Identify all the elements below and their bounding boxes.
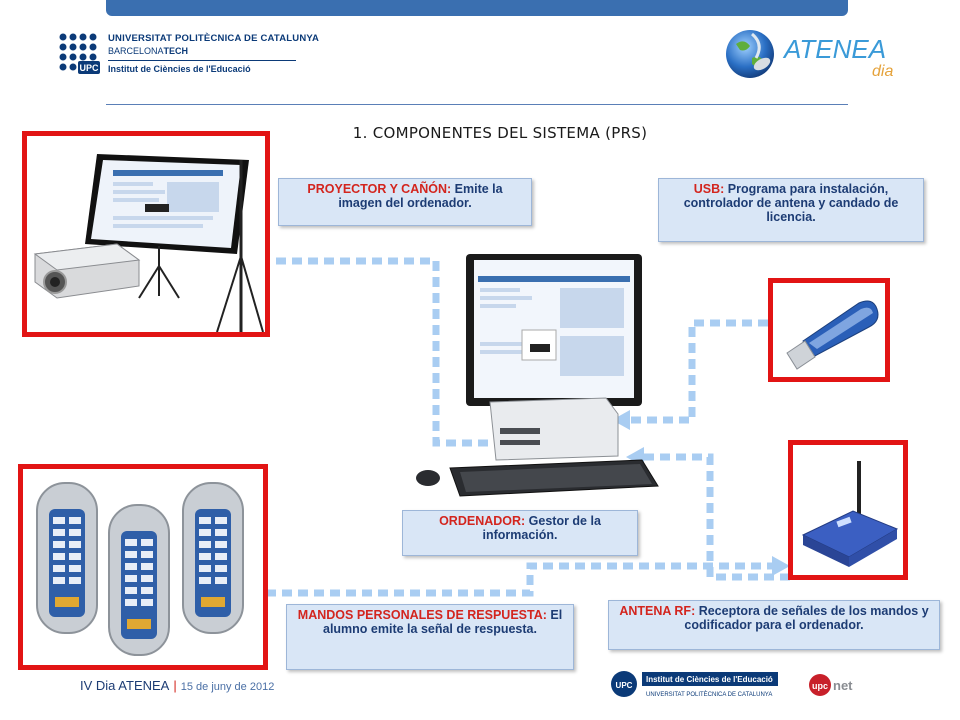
projector-screen-illustration [33,154,264,333]
antenna-frame [788,440,908,580]
computer-illustration [416,254,659,497]
antenna-label-head: ANTENA RF: [619,604,696,618]
antenna-label-body: Receptora de señales de los mandos y cod… [684,604,929,632]
antenna-label: ANTENA RF: Receptora de señales de los m… [608,600,940,650]
upc-barcelonatech: BARCELONATECH [108,46,319,56]
projector-label-head: PROYECTOR Y CAÑÓN: [307,182,452,196]
footer-event: IV Dia ATENEA|15 de juny de 2012 [80,678,274,693]
projector-label: PROYECTOR Y CAÑÓN: Emite la imagen del o… [278,178,532,226]
remotes-label-body: El alumno emite la señal de respuesta. [323,608,563,636]
footer-event-name: IV Dia ATENEA [80,678,170,693]
footer-separator: | [173,678,177,693]
upc-seal-icon [611,671,637,697]
upc-university-name: UNIVERSITAT POLITÈCNICA DE CATALUNYA [108,33,320,44]
ice-upc-logo: UPC Institut de Ciències de l'Educació U… [611,671,778,698]
usb-frame [768,278,890,382]
upc-divider [108,60,296,61]
computer-label-head: ORDENADOR: [439,514,526,528]
ice-badge-text: UPC [616,681,633,690]
remotes-to-antenna-line [266,562,774,597]
atenea-dia-word: dia [872,63,893,80]
projector-icon [33,243,141,299]
usb-stick-icon [786,300,879,370]
arrow-from-usb-icon [612,410,630,430]
computer-to-projector-line [268,257,488,447]
computer-label-body: Gestor de la información. [482,514,601,542]
remote-controls-illustration [36,482,244,656]
upcnet-net-text: net [833,678,853,693]
remotes-frame [18,464,268,670]
atenea-wordmark: ATENEA [782,34,886,64]
remote-control-icon [108,504,170,656]
top-banner-bar [106,0,848,16]
usb-label-head: USB: [693,182,725,196]
slide-title: 1. COMPONENTES DEL SISTEMA (PRS) [352,124,648,142]
upc-tech: TECH [163,46,189,56]
computer-tower-icon [489,397,619,461]
arrow-to-antenna-icon [772,556,790,576]
usb-label-body: Programa para instalación, controlador d… [683,182,899,224]
upc-logo-icon: UPC [56,30,102,76]
upc-institute-name: Institut de Ciències de l'Educació [108,64,251,74]
upc-wordmark: UNIVERSITAT POLITÈCNICA DE CATALUNYA BAR… [108,33,319,74]
atenea-dia-logo: ATENEA dia [726,30,893,80]
ice-institute-text: Institut de Ciències de l'Educació [646,675,773,684]
header-rule [106,104,848,105]
projector-label-body: Emite la imagen del ordenador. [338,182,503,210]
footer-date: 15 de juny de 2012 [180,681,275,693]
upc-badge-text: UPC [79,63,99,73]
keyboard-icon [449,459,659,497]
monitor-icon [466,254,642,406]
antenna-to-computer-line [640,453,790,581]
upcnet-upc-text: upc [812,681,828,691]
rf-antenna-icon [801,461,899,567]
remotes-label: MANDOS PERSONALES DE RESPUESTA: El alumn… [286,604,574,670]
usb-to-computer-line [626,319,768,424]
satellite-dish-icon [753,57,771,71]
remote-control-icon [36,482,98,634]
computer-label: ORDENADOR: Gestor de la información. [402,510,638,556]
mouse-icon [416,470,440,486]
upc-barcelona: BARCELONA [108,46,164,56]
remote-control-icon [182,482,244,634]
usb-label: USB: Programa para instalación, controla… [658,178,924,242]
projector-frame [22,131,270,337]
upcnet-logo: upc net [809,674,853,696]
remotes-label-head: MANDOS PERSONALES DE RESPUESTA: [297,608,547,622]
ice-university-text: UNIVERSITAT POLITÈCNICA DE CATALUNYA [646,691,772,698]
